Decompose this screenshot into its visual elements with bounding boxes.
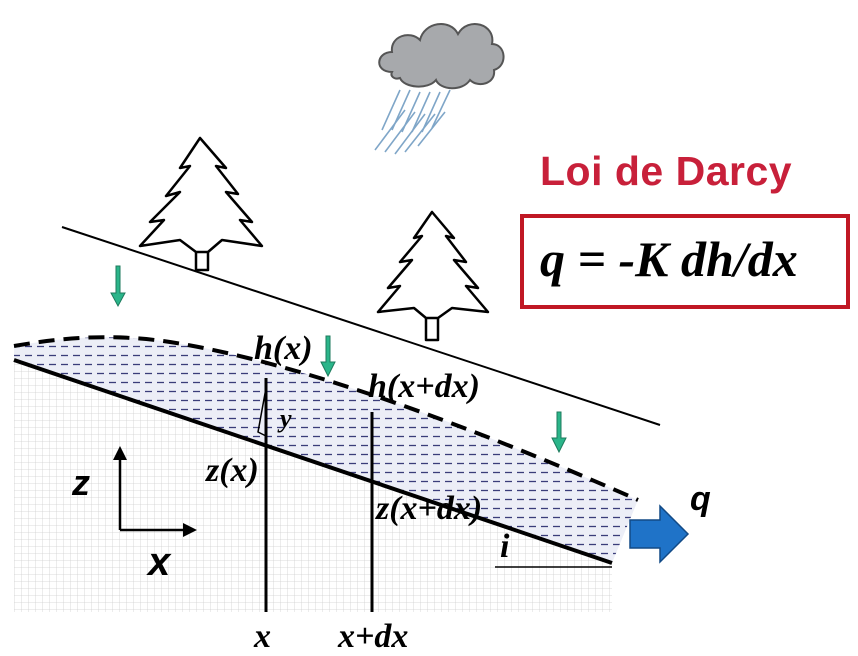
label-h-x-dx: h(x+dx) <box>368 368 480 405</box>
soil-region <box>14 360 612 612</box>
label-h-x: h(x) <box>254 330 313 367</box>
label-z-x: z(x) <box>206 452 259 489</box>
equation-box <box>520 214 850 309</box>
label-x-dx-bottom: x+dx <box>338 618 409 655</box>
infiltration-arrow-icon <box>110 265 126 308</box>
darcy-equation: q = -K dh/dx <box>540 231 798 287</box>
outflow-arrow-icon <box>629 504 690 564</box>
axes-icon <box>113 446 197 537</box>
cloud-rain-icon <box>374 23 505 155</box>
label-x-bottom: x <box>254 618 271 655</box>
water-table-curve <box>13 335 639 502</box>
axis-label-z: z <box>72 462 90 503</box>
pine-tree-icon <box>138 136 264 272</box>
label-slope-i: i <box>500 528 510 565</box>
axis-label-x: x <box>148 540 171 584</box>
infiltration-arrow-icon <box>320 335 336 378</box>
ground-surface-line <box>61 226 661 426</box>
page-title: Loi de Darcy <box>540 148 793 194</box>
label-q-outflow: q <box>690 480 711 518</box>
infiltration-arrow-icon <box>551 411 567 454</box>
bedrock-line <box>13 358 613 565</box>
label-y: y <box>280 404 292 433</box>
pine-tree-icon <box>376 210 490 342</box>
groundwater-region <box>14 337 638 563</box>
label-z-x-dx: z(x+dx) <box>376 490 483 527</box>
height-triangle <box>257 387 267 437</box>
